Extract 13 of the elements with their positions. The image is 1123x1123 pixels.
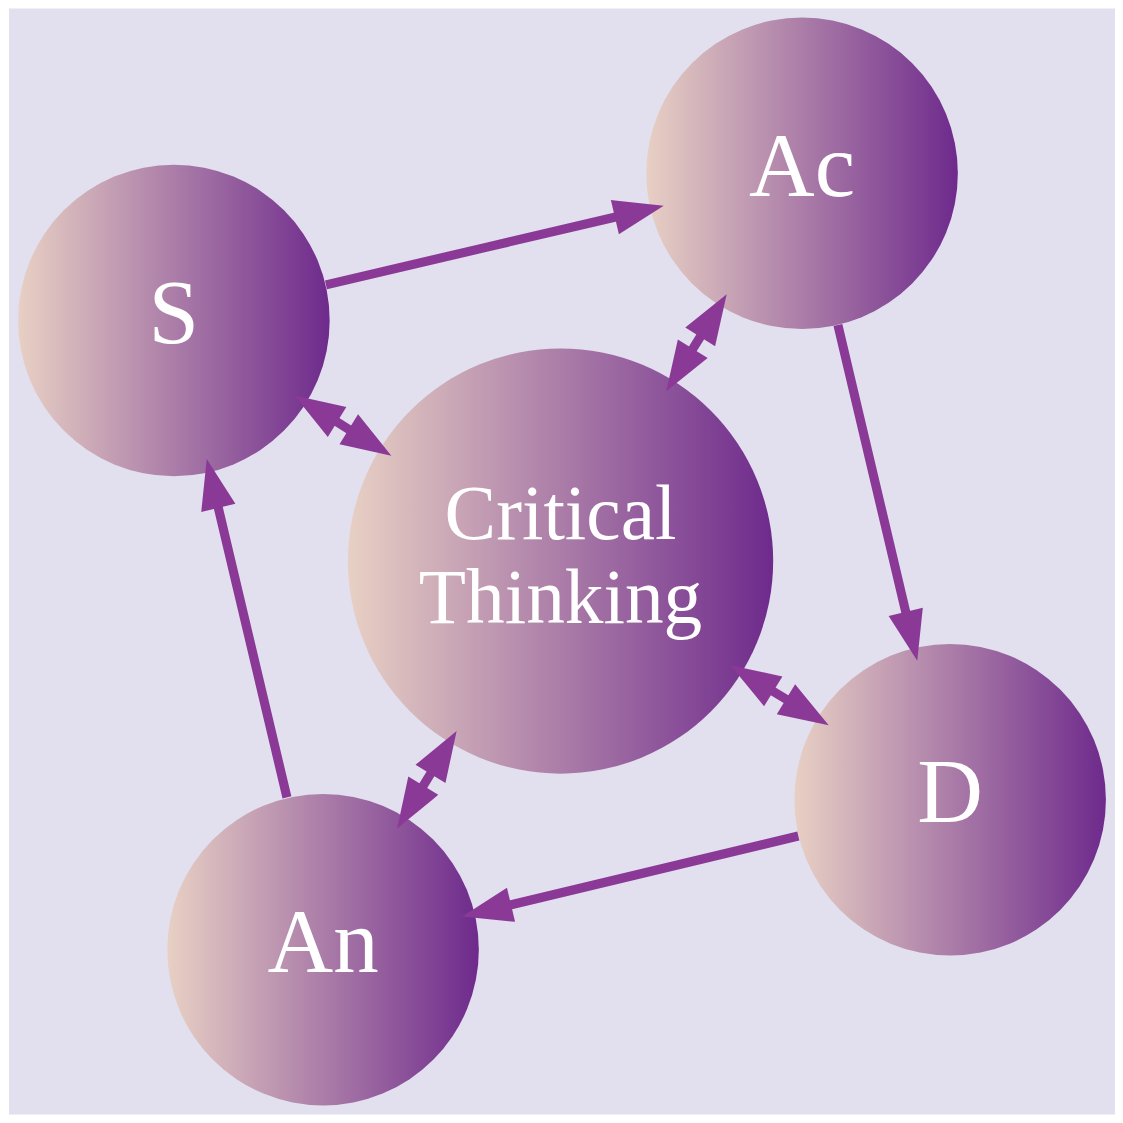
- arrow: [324, 200, 664, 290]
- arrow: [461, 831, 799, 922]
- node-circle: Ac: [645, 17, 958, 330]
- node-circle: D: [793, 643, 1106, 956]
- node-circle: An: [166, 793, 479, 1106]
- arrow: [293, 395, 391, 456]
- arrow: [200, 459, 291, 799]
- arrow: [729, 665, 829, 726]
- arrow: [396, 731, 457, 829]
- arrow: [833, 323, 923, 661]
- arrow: [665, 294, 727, 392]
- node-circle: S: [17, 164, 330, 477]
- node-circle: Critical Thinking: [347, 348, 773, 774]
